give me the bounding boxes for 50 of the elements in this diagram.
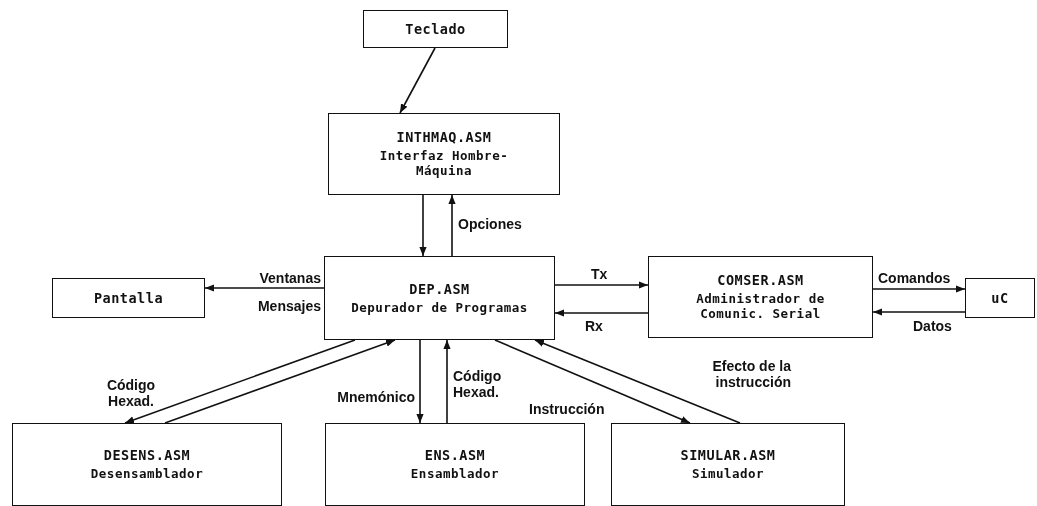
edge-label: Tx [590,266,609,283]
box-text: Administrador de Comunic. Serial [695,290,826,323]
process-box [12,423,282,506]
box-title: INTHMAQ.ASM [396,128,492,146]
box-title: COMSER.ASM [717,271,804,289]
process-box [52,278,205,318]
arrow [399,47,436,114]
arrow [419,194,427,257]
edge-label: Rx [584,318,604,335]
arrow [554,281,649,289]
process-box [648,256,873,338]
box-title: DESENS.ASM [103,447,191,465]
arrow [534,339,741,424]
edge-label: Opciones [457,216,523,233]
arrow [872,285,966,293]
arrow [416,339,424,424]
box-text: Ensamblador [410,466,500,482]
edge-label: Mnemónico [336,389,416,406]
box-text: Depurador de Programas [351,299,528,316]
edge-label: Código Hexad. [105,377,157,410]
arrow [443,339,451,424]
box-title: Pantalla [94,289,163,307]
edge-label: Comandos [877,270,952,287]
arrow [204,284,325,292]
box-title: DEP.ASM [409,280,470,298]
box-text: Interfaz Hombre-Máquina [378,147,510,180]
arrow [164,339,396,424]
edge-label: Código Hexad. [452,368,503,401]
box-text: Simulador [691,466,765,482]
box-title: Teclado [405,20,466,38]
process-box [324,256,555,340]
edge-label: Efecto de la instrucción [711,358,792,391]
box-text: Desensamblador [90,466,204,482]
arrow [124,339,356,424]
process-box [325,423,585,506]
arrow [872,308,966,316]
arrow [554,309,649,317]
process-box [363,10,508,48]
box-title: SIMULAR.ASM [680,447,776,465]
edge-label: Datos [912,318,953,335]
box-title: uC [991,289,1009,307]
process-box [611,423,845,506]
process-box [328,113,560,195]
arrow [448,194,456,257]
process-box [965,278,1035,318]
box-title: ENS.ASM [424,447,486,465]
text-label: Mensajes [256,298,322,315]
arrow [494,339,691,424]
edge-label: Instrucción [528,401,606,418]
edge-label: Ventanas [258,270,322,287]
